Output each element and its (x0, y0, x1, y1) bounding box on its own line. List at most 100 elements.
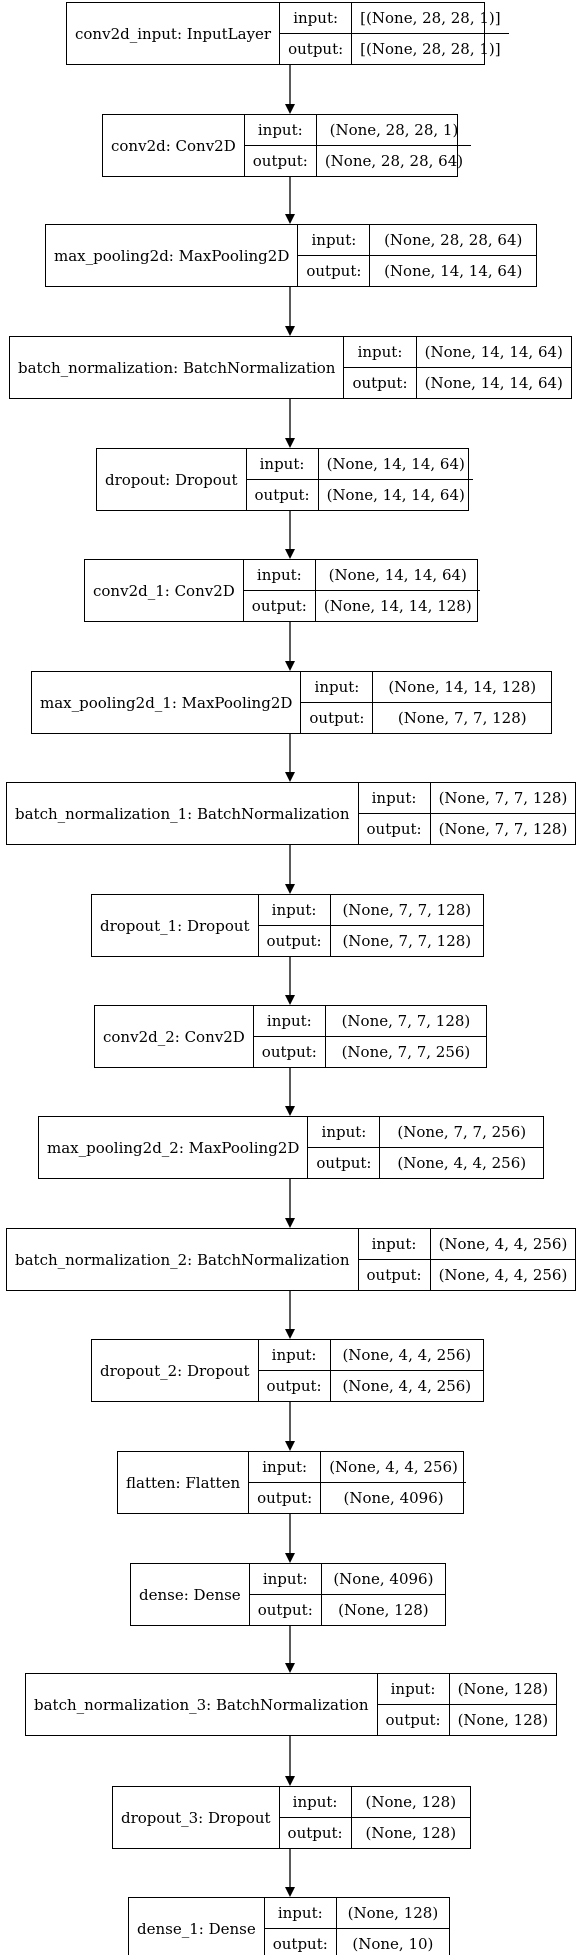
input-shape: (None, 28, 28, 1) (316, 115, 472, 146)
output-label: output: (254, 486, 310, 504)
input-label: input: (358, 1229, 430, 1260)
layer-name: conv2d: Conv2D (103, 115, 245, 176)
output-shape: (None, 4096) (343, 1489, 444, 1507)
output-label: output: (385, 1711, 441, 1729)
layer-name: batch_normalization_1: BatchNormalizatio… (7, 783, 359, 844)
input-shape: (None, 14, 14, 64) (318, 449, 473, 480)
arrowhead (285, 1887, 295, 1897)
output-label: output: (309, 709, 365, 727)
arrowhead (285, 104, 295, 114)
io-label-column: input:output: (243, 560, 316, 621)
layer-name: dropout: Dropout (97, 449, 247, 510)
input-shape: (None, 28, 28, 64) (370, 225, 536, 256)
output-shape: (None, 14, 14, 64) (384, 262, 523, 280)
output-label: output: (266, 1377, 322, 1395)
arrowhead (285, 995, 295, 1005)
layer-node-batch-normalization-1: batch_normalization_1: BatchNormalizatio… (6, 782, 576, 845)
arrowhead (285, 1663, 295, 1673)
arrowhead (285, 1329, 295, 1339)
layer-name: max_pooling2d_1: MaxPooling2D (32, 672, 302, 733)
input-shape: (None, 7, 7, 128) (330, 895, 483, 926)
arrowhead (285, 661, 295, 671)
layer-name: conv2d_1: Conv2D (85, 560, 244, 621)
io-label-column: input: output: (298, 225, 371, 286)
shape-column: (None, 14, 14, 64)(None, 14, 14, 128) (315, 560, 480, 621)
shape-column: (None, 4, 4, 256)(None, 4, 4, 256) (330, 1340, 483, 1401)
shape-column: [(None, 28, 28, 1)][(None, 28, 28, 1)] (352, 3, 509, 64)
input-shape: (None, 4, 4, 256) (430, 1229, 576, 1260)
output-shape: (None, 7, 7, 128) (438, 820, 568, 838)
output-shape: (None, 14, 14, 64) (424, 374, 563, 392)
shape-column: (None, 4096)(None, 128) (321, 1564, 445, 1625)
input-shape: (None, 4, 4, 256) (321, 1452, 466, 1483)
layer-name: dropout_2: Dropout (92, 1340, 259, 1401)
input-shape: (None, 4, 4, 256) (330, 1340, 483, 1371)
shape-column: (None, 128)(None, 128) (351, 1787, 470, 1848)
output-shape: (None, 4, 4, 256) (397, 1154, 527, 1172)
arrowhead (285, 1441, 295, 1451)
io-label-column: input:output: (279, 1787, 352, 1848)
layer-name: conv2d_2: Conv2D (95, 1006, 254, 1067)
output-label: output: (306, 262, 362, 280)
layer-name: max_pooling2d: MaxPooling2D (46, 225, 299, 286)
arrowhead (285, 549, 295, 559)
arrowhead (285, 884, 295, 894)
output-shape: (None, 7, 7, 128) (397, 709, 527, 727)
shape-column: (None, 14, 14, 128)(None, 7, 7, 128) (373, 672, 551, 733)
shape-column: (None, 128)(None, 128) (449, 1674, 557, 1735)
arrowhead (285, 326, 295, 336)
input-label: input: (264, 1898, 336, 1929)
output-label: output: (257, 1601, 313, 1619)
output-shape: (None, 7, 7, 256) (341, 1043, 471, 1061)
output-label: output: (287, 1824, 343, 1842)
io-label-column: input:output: (258, 1340, 331, 1401)
output-label: output: (352, 374, 408, 392)
input-shape: (None, 7, 7, 128) (325, 1006, 486, 1037)
io-label-column: input:output: (280, 3, 353, 64)
input-label: input: (377, 1674, 449, 1705)
input-label: input: (298, 225, 370, 256)
input-shape: (None, 4096) (321, 1564, 445, 1595)
input-label: input: (358, 783, 430, 814)
output-label: output: (261, 1043, 317, 1061)
output-label: output: (366, 1266, 422, 1284)
layer-name: max_pooling2d_2: MaxPooling2D (39, 1117, 309, 1178)
arrowhead (285, 1776, 295, 1786)
input-label: input: (249, 1564, 321, 1595)
input-label: input: (344, 337, 416, 368)
shape-column: (None, 128)(None, 10) (336, 1898, 449, 1955)
shape-column: (None, 7, 7, 128) (None, 7, 7, 256) (325, 1006, 486, 1067)
io-label-column: input:output: (258, 895, 331, 956)
input-label: input: (308, 1117, 380, 1148)
shape-column: (None, 7, 7, 128) (None, 7, 7, 128) (330, 895, 483, 956)
arrowhead (285, 1553, 295, 1563)
shape-column: (None, 14, 14, 64)(None, 14, 14, 64) (318, 449, 473, 510)
shape-column: (None, 14, 14, 64)(None, 14, 14, 64) (416, 337, 571, 398)
layer-name: dense: Dense (131, 1564, 250, 1625)
input-label: input: (249, 1452, 321, 1483)
output-shape: (None, 7, 7, 128) (342, 932, 472, 950)
output-shape: (None, 28, 28, 64) (324, 152, 464, 170)
layer-name: dropout_3: Dropout (113, 1787, 280, 1848)
arrowhead (285, 772, 295, 782)
input-label: input: (246, 449, 318, 480)
output-label: output: (251, 597, 307, 615)
shape-column: (None, 4, 4, 256) (None, 4096) (321, 1452, 466, 1513)
layer-name: conv2d_input: InputLayer (67, 3, 281, 64)
output-label: output: (252, 152, 308, 170)
output-label: output: (366, 820, 422, 838)
input-label: input: (253, 1006, 325, 1037)
shape-column: (None, 28, 28, 64) (None, 14, 14, 64) (370, 225, 536, 286)
io-label-column: input: output: (358, 783, 431, 844)
